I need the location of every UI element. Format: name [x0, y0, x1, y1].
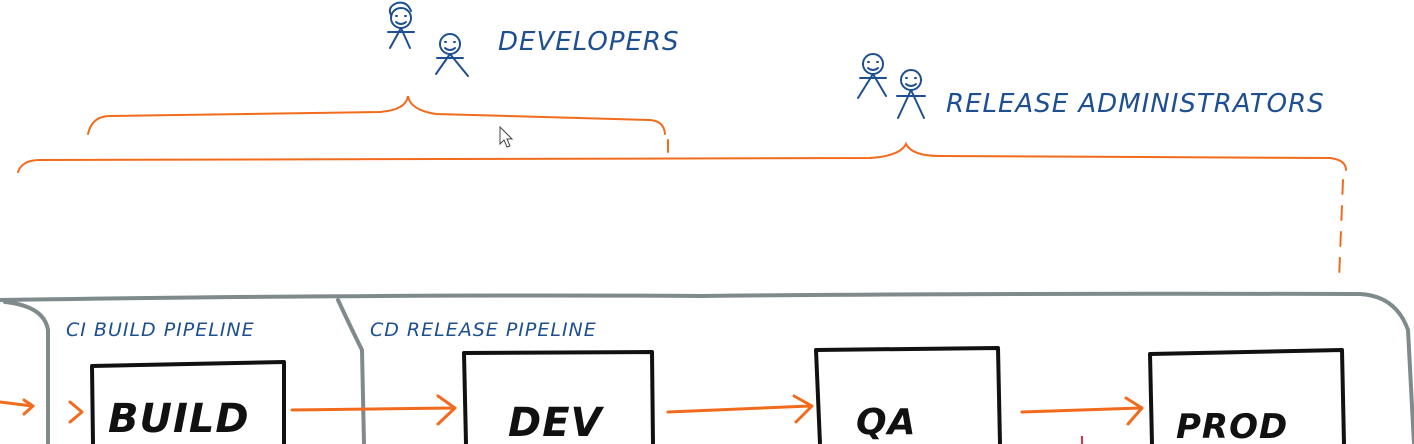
- outer-pipeline-container: [0, 291, 1414, 444]
- ci-pipeline-label: CI BUILD PIPELINE: [66, 319, 255, 341]
- ci-cd-divider: [336, 298, 366, 444]
- developers-label: DEVELOPERS: [498, 27, 680, 57]
- ci-pipeline-left-divider: [3, 300, 50, 444]
- mouse-cursor-icon: [499, 125, 514, 148]
- qa-to-prod-arrow: [1020, 396, 1144, 426]
- release-admins-label: RELEASE ADMINISTRATORS: [946, 89, 1325, 119]
- qa-stage-box: [814, 346, 1002, 444]
- release-admins-brace: [17, 141, 1347, 173]
- build-stage-label: BUILD: [108, 396, 250, 442]
- release-admins-people-icon: [857, 53, 926, 119]
- prod-stage-box: [1148, 348, 1346, 444]
- prod-stage-label: PROD: [1176, 407, 1288, 444]
- dev-stage-label: DEV: [508, 400, 605, 444]
- incoming-arrow-head: [68, 400, 84, 424]
- incoming-arrow: [0, 398, 35, 416]
- build-stage-box: [90, 360, 286, 444]
- cd-pipeline-label: CD RELEASE PIPELINE: [370, 319, 597, 341]
- qa-stage-label: QA: [856, 402, 916, 443]
- release-admins-dashed-line: [1338, 179, 1344, 281]
- dev-to-qa-arrow: [666, 394, 814, 424]
- dev-stage-box: [462, 350, 655, 444]
- developers-brace: [87, 95, 666, 135]
- developers-people-icon: [387, 1, 469, 77]
- build-to-dev-arrow: [290, 394, 457, 426]
